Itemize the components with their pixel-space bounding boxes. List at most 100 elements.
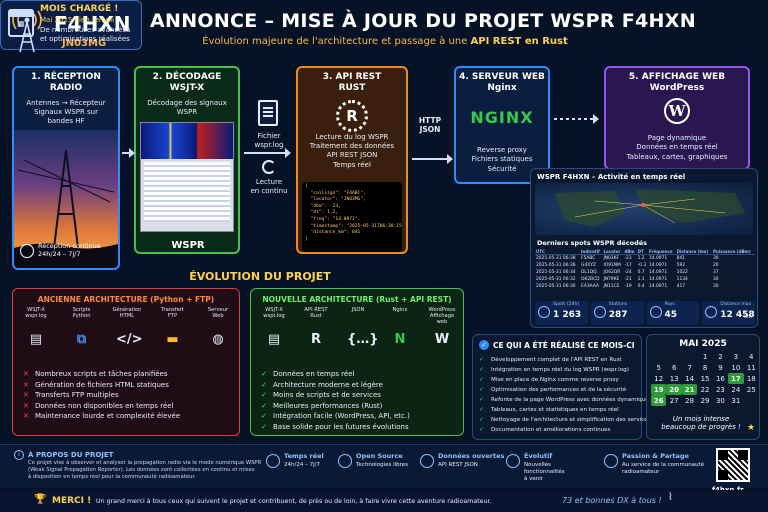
table-cell: 2025-05-31 06:30	[536, 284, 576, 289]
calendar-day: 16	[715, 374, 725, 383]
table-cell: OK2BCD	[581, 277, 600, 282]
flow-arrow	[244, 148, 291, 158]
step-wordpress: 5. AFFICHAGE WEB WordPress W Page dynami…	[604, 66, 750, 170]
stat-value: 287	[608, 310, 628, 320]
table-cell: 14.0971	[649, 277, 668, 282]
table-cell: 841	[676, 256, 686, 261]
table-cell: 0.4	[637, 284, 645, 289]
thanks-text: Un grand merci à tous ceux qui suivent l…	[96, 498, 492, 505]
month-title: MOIS CHARGÉ !	[40, 4, 119, 14]
footer-bar	[0, 444, 768, 488]
page-subtitle: Évolution majeure de l'architecture et p…	[202, 36, 568, 47]
locator: JN03MG	[62, 38, 107, 49]
table-cell: 1.1	[637, 277, 645, 282]
calendar-icon: ▦	[8, 9, 34, 37]
month-line1: Mai 2025 bien rempli	[40, 16, 115, 24]
list-item: Génération de fichiers HTML statiques	[23, 380, 180, 391]
step-foot: Réception continue 24h/24 – 7j/7	[38, 242, 101, 259]
list-item: Architecture moderne et légère	[261, 380, 410, 391]
new-arch-list: Données en temps réelArchitecture modern…	[261, 369, 410, 432]
column-header: Fréquence	[648, 249, 676, 255]
month-line2: De nombreuses avancées	[40, 26, 131, 34]
table-cell: 37	[712, 270, 719, 275]
calendar-day: 18	[746, 374, 756, 383]
calendar-day: 17	[728, 373, 744, 384]
stat-unit: km	[744, 314, 752, 320]
table-cell: 2025-05-31 06:38	[536, 256, 576, 261]
calendar-day: 4	[749, 352, 754, 361]
step-body: Décodage des signaux WSPR	[147, 98, 227, 116]
feature-text: 24h/24 – 7j/7	[284, 462, 320, 468]
table-cell: 1134	[676, 277, 688, 282]
about-title: À PROPOS DU PROJET	[28, 451, 114, 459]
arch-step: JSON{…}	[339, 307, 379, 365]
old-architecture-panel: ANCIENNE ARCHITECTURE (Python + FTP) WSJ…	[12, 288, 240, 436]
html-icon: </>	[116, 332, 143, 347]
chart-icon	[420, 454, 434, 468]
step-title: 5. AFFICHAGE WEB WordPress	[628, 72, 726, 94]
arch-step: Serveur Web◍	[199, 307, 237, 365]
rocket-icon	[506, 454, 520, 468]
calendar-day: 23	[715, 385, 725, 394]
calendar-day: 27	[669, 396, 679, 405]
table-cell: JO62QR	[603, 270, 621, 275]
table-cell: G4XYZ	[581, 263, 596, 268]
stat-card: Spots (24h)1 263	[535, 301, 588, 325]
table-cell: JN03KF	[603, 256, 620, 261]
about-text: Ce projet vise à observer et analyser la…	[28, 460, 262, 480]
calendar-day: 6	[671, 363, 677, 372]
calendar-day: 10	[731, 363, 741, 372]
feature-title: Open Source	[356, 452, 403, 460]
arch-step: Transfert FTP▬	[154, 307, 192, 365]
table-cell: 30	[712, 256, 719, 261]
step-reception: 1. RÉCEPTION RADIO Antennes → Récepteur …	[12, 66, 120, 270]
table-cell: -23	[624, 256, 632, 261]
globe-icon	[649, 306, 662, 318]
list-item: Intégration facile (WordPress, API, etc.…	[261, 411, 410, 422]
arch-step-label: Génération HTML	[112, 307, 142, 320]
table-cell: JN79KE	[603, 277, 620, 282]
table-cell: 30	[712, 284, 719, 289]
arch-step-label: JSON	[351, 307, 365, 313]
step-body: Reverse proxy Fichiers statiques Sécurit…	[471, 146, 533, 173]
column-header: DT	[636, 249, 649, 255]
column-header: Distance (km)	[675, 249, 712, 255]
calendar-day: 3	[733, 352, 739, 361]
table-cell: 1.2	[637, 256, 645, 261]
arch-step-label: Scripts Python	[72, 307, 91, 320]
step-title: 1. RÉCEPTION RADIO	[31, 72, 101, 94]
table-cell: IO91NM	[603, 263, 621, 268]
old-arch-list: Nombreux scripts et tâches planifiéesGén…	[23, 369, 180, 422]
list-item: Données non disponibles en temps réel	[23, 401, 180, 412]
table-cell: 1022	[676, 270, 688, 275]
table-cell: F5ABC	[581, 256, 596, 261]
calendar-day: 2	[718, 352, 723, 361]
arch-step-label: WSJT-X wspr.log	[25, 307, 47, 320]
calendar-day: 21	[681, 384, 698, 395]
column-header: Locator	[602, 249, 624, 255]
doc-icon: ▤	[267, 332, 281, 347]
flow-arrow	[122, 148, 135, 158]
rust-logo-icon: R	[336, 100, 368, 132]
table-cell: 2025-05-31 06:36	[536, 263, 576, 268]
calendar-day	[682, 351, 697, 362]
list-item: Optimisation des performances et de la s…	[479, 385, 652, 395]
calendar-day: 30	[715, 396, 725, 405]
calendar-day: 14	[685, 374, 695, 383]
shield-icon	[338, 454, 352, 468]
step-foot: WSPR	[171, 240, 205, 251]
list-item: Meilleures performances (Rust)	[261, 401, 410, 412]
http-label: HTTP JSON	[418, 116, 442, 135]
json-sample: { "callsign": "F4ABC", "locator": "JN03M…	[302, 182, 402, 252]
calendar-day: 28	[685, 396, 695, 405]
flow-arrow	[412, 154, 453, 164]
done-panel: ✓ CE QUI A ÉTÉ RÉALISÉ CE MOIS-CI Dévelo…	[472, 334, 652, 440]
